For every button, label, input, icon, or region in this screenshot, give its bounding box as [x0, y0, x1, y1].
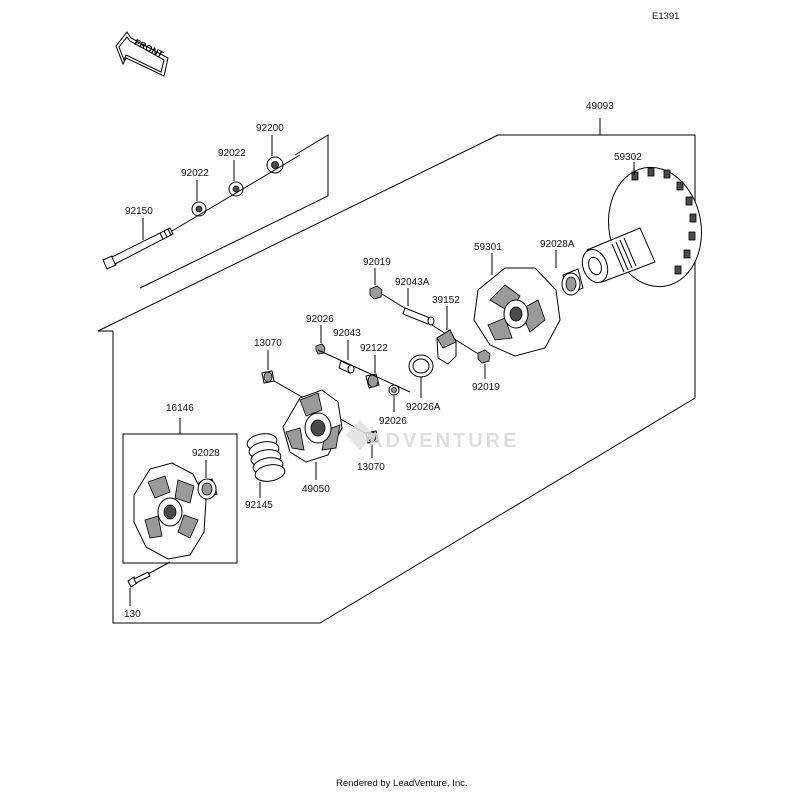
- part-label-49050: 49050: [302, 484, 330, 495]
- part-label-59302: 59302: [614, 152, 642, 163]
- part-label-92019-top: 92019: [363, 257, 391, 268]
- part-59301-movable-sheave: [473, 267, 561, 357]
- part-92200-washer: [266, 156, 284, 174]
- footer-credit: Rendered by LeadVenture, Inc.: [336, 778, 468, 789]
- part-label-92145: 92145: [245, 500, 273, 511]
- watermark: ADVENTURE: [346, 420, 519, 452]
- part-label-92022-a: 92022: [181, 168, 209, 179]
- part-92122-roller: [365, 373, 380, 389]
- part-label-92019-right: 92019: [472, 382, 500, 393]
- part-92028-bushing: [197, 478, 218, 500]
- part-label-59301: 59301: [474, 242, 502, 253]
- part-label-92043: 92043: [333, 328, 361, 339]
- part-label-92028: 92028: [192, 448, 220, 459]
- part-92150-bolt: [102, 227, 174, 270]
- part-label-92028A: 92028A: [540, 239, 575, 250]
- diagram-code: E1391: [652, 11, 679, 22]
- part-92026A-washer: [408, 354, 434, 378]
- part-label-92022-b: 92022: [218, 148, 246, 159]
- part-92019-nut-top: [369, 285, 383, 300]
- part-label-92200: 92200: [256, 123, 284, 134]
- part-label-92043A: 92043A: [395, 277, 430, 288]
- watermark-text: ADVENTURE: [368, 430, 519, 452]
- part-label-92026-lower: 92026: [379, 416, 407, 427]
- hardware-outline: [98, 134, 329, 332]
- assembly-outline-49093: [97, 118, 696, 624]
- centerline-bolt: [147, 561, 171, 575]
- centerline-hardware: [171, 154, 301, 232]
- part-92043A-pin: [402, 307, 435, 326]
- part-label-92150: 92150: [125, 206, 153, 217]
- part-label-92026A: 92026A: [406, 402, 441, 413]
- cover-outline-16146: [122, 418, 238, 564]
- front-arrow-icon: FRONT: [115, 31, 169, 77]
- part-13070-upper: [261, 370, 275, 384]
- part-92022-washer-a: [191, 201, 207, 217]
- part-label-13070-lower: 13070: [357, 462, 385, 473]
- part-label-92122: 92122: [360, 343, 388, 354]
- part-label-16146: 16146: [166, 403, 194, 414]
- part-59302-fixed-sheave: [581, 166, 702, 288]
- part-92026-small-lower: [388, 384, 400, 396]
- part-16146-cover: [133, 462, 207, 560]
- centerline-middle: [317, 349, 411, 393]
- part-label-92026-upper: 92026: [306, 314, 334, 325]
- part-39152-weight: [436, 329, 457, 365]
- part-92019-nut-right: [477, 349, 491, 364]
- part-label-13070-upper: 13070: [254, 338, 282, 349]
- part-label-49093: 49093: [586, 101, 614, 112]
- part-92145-spring: [246, 433, 286, 482]
- part-130-bolt: [127, 571, 151, 588]
- part-92022-washer-b: [228, 181, 244, 197]
- part-49050-spider: [282, 389, 343, 463]
- part-92028A-bushing: [561, 268, 584, 296]
- part-label-130: 130: [124, 609, 141, 620]
- part-label-39152: 39152: [432, 295, 460, 306]
